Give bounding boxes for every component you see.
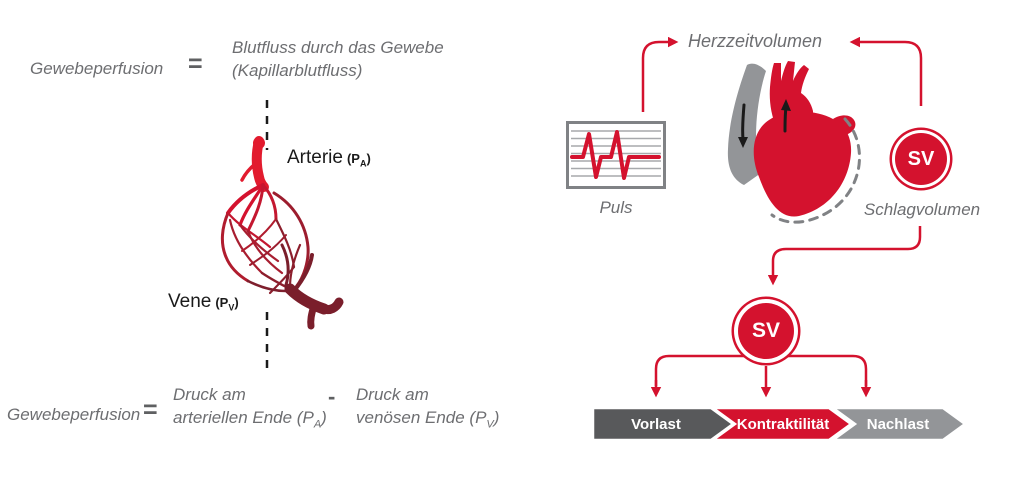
capillary-bed-icon xyxy=(220,136,344,330)
equation-top-lhs: Gewebeperfusion xyxy=(30,59,164,78)
chevron-nachlast xyxy=(829,407,966,442)
equation-bottom-lhs: Gewebeperfusion xyxy=(7,405,141,424)
vein-label-text: Vene xyxy=(168,291,212,312)
equation-bottom-minus: - xyxy=(328,384,336,409)
equation-bottom-equals: = xyxy=(143,396,158,424)
stroke-volume-bottom-badge: SV xyxy=(738,303,794,359)
branch-rail xyxy=(654,354,868,386)
arrow-sv-to-herzzeitvolumen xyxy=(849,36,923,106)
stroke-volume-top-badge: SV xyxy=(895,133,947,185)
chevron-kontraktilitaet-label: Kontraktilität xyxy=(737,416,830,433)
equation-top-equals: = xyxy=(188,50,203,78)
chevron-nachlast-label: Nachlast xyxy=(867,416,930,433)
heart-icon xyxy=(727,61,861,224)
vein-label: Vene(PV) xyxy=(168,291,239,313)
puls-label: Puls xyxy=(599,198,633,217)
herzzeitvolumen-title: Herzzeitvolumen xyxy=(688,31,823,51)
artery-label-text: Arterie xyxy=(287,147,343,168)
determinants-chevron-banner: Vorlast Kontraktilität Nachlast xyxy=(592,407,966,442)
artery-label: Arterie(PA) xyxy=(287,147,371,169)
arrow-schlagvolumen-to-sv xyxy=(767,226,922,286)
equation-top-rhs-line2: (Kapillarblutfluss) xyxy=(232,61,363,80)
equation-bottom-term2: Druck am venösen Ende (PV) xyxy=(356,385,500,431)
ecg-pulse-icon xyxy=(566,121,666,189)
schlagvolumen-label: Schlagvolumen xyxy=(863,200,981,219)
equation-top-rhs: Blutfluss durch das Gewebe (Kapillarblut… xyxy=(232,36,444,82)
equation-top-rhs-line1: Blutfluss durch das Gewebe xyxy=(232,38,444,57)
chevron-kontraktilitaet xyxy=(709,407,854,442)
chevron-vorlast-label: Vorlast xyxy=(631,416,681,433)
arrow-puls-to-herzzeitvolumen xyxy=(641,36,679,112)
equation-bottom-term1: Druck am arteriellen Ende (PA) xyxy=(173,385,327,431)
